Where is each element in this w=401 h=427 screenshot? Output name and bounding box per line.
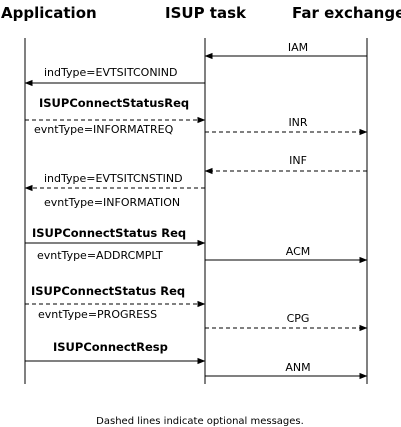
message-label-isupconnectresp: ISUPConnectResp [53, 340, 168, 354]
message-label-anm: ANM [285, 361, 310, 374]
participant-application: Application [1, 4, 97, 22]
message-label-indtype-evtsitconind: indType=EVTSITCONIND [44, 66, 178, 79]
message-sublabel-evnttype-informatreq: evntType=INFORMATREQ [34, 123, 174, 136]
message-sublabel-evnttype-progress: evntType=PROGRESS [38, 308, 157, 321]
message-sublabel-evnttype-information: evntType=INFORMATION [44, 196, 180, 209]
participant-isup-task: ISUP task [165, 4, 247, 22]
participant-far-exchange: Far exchange [292, 4, 401, 22]
message-label-cpg: CPG [287, 312, 310, 325]
footnote: Dashed lines indicate optional messages. [96, 416, 304, 427]
message-sublabel-evnttype-addrcmplt: evntType=ADDRCMPLT [37, 249, 163, 262]
message-label-acm: ACM [286, 245, 311, 258]
message-label-inr: INR [288, 116, 307, 129]
message-label-inf: INF [289, 154, 307, 167]
message-label-isupconnectstatus-req: ISUPConnectStatus Req [32, 226, 186, 240]
message-label-iam: IAM [288, 41, 308, 54]
message-label-isupconnectstatusreq: ISUPConnectStatusReq [39, 96, 189, 110]
message-label-indtype-evtsitcnstind: indType=EVTSITCNSTIND [44, 172, 183, 185]
message-group: IAM indType=EVTSITCONIND ISUPConnectStatus… [24, 41, 368, 380]
message-label-isupconnectstatus-req: ISUPConnectStatus Req [31, 284, 185, 298]
